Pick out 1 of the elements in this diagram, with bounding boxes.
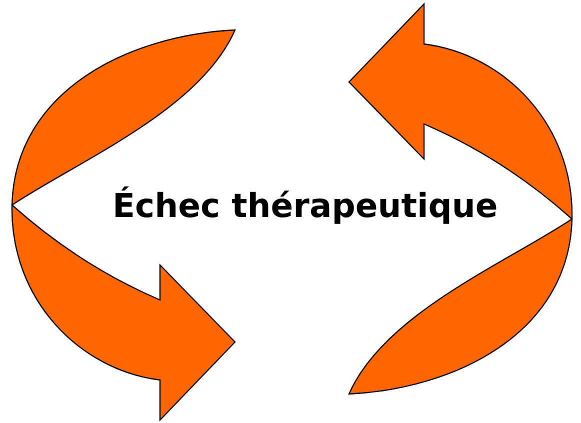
center-label: Échec thérapeutique — [112, 186, 498, 225]
